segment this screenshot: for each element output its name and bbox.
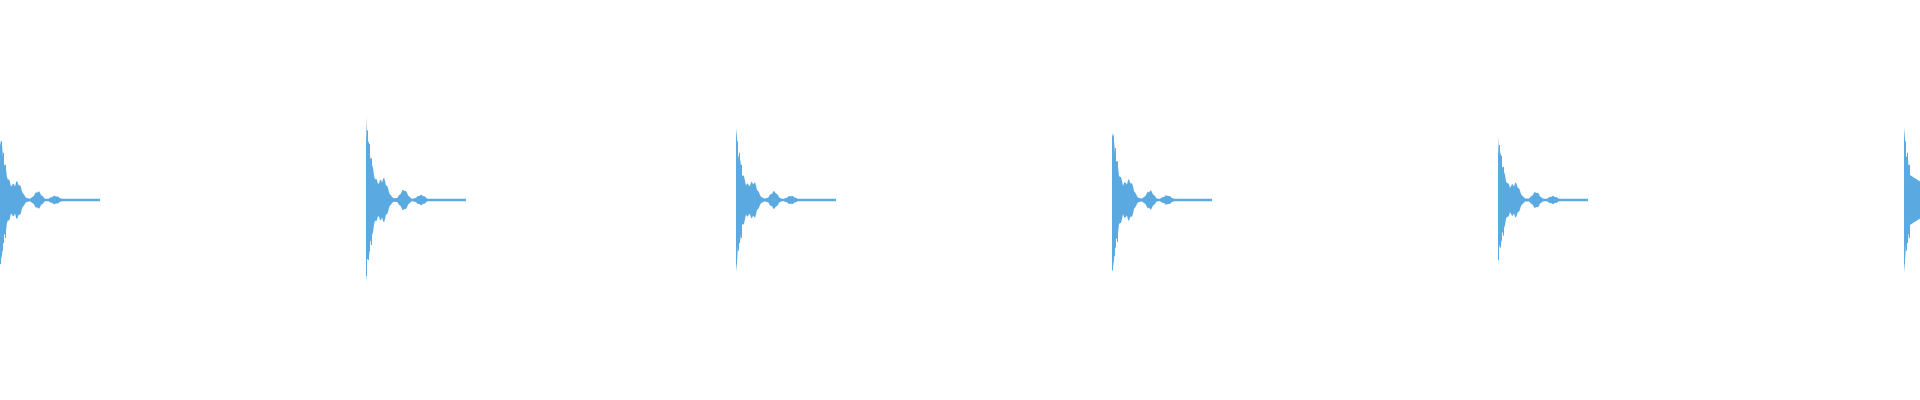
waveform-hit-shape (1498, 135, 1588, 265)
waveform-hit-shape (736, 128, 836, 272)
waveform-hit-shape (0, 140, 100, 260)
waveform-hit (1904, 127, 1920, 273)
waveform-hit (1498, 135, 1588, 265)
waveform-hit-shape (366, 116, 466, 284)
waveform-hit (736, 128, 836, 272)
waveform-hit (366, 116, 466, 284)
waveform-hit (1112, 132, 1212, 271)
waveform-hit-shape (1112, 132, 1212, 268)
waveform-hit (0, 140, 100, 264)
